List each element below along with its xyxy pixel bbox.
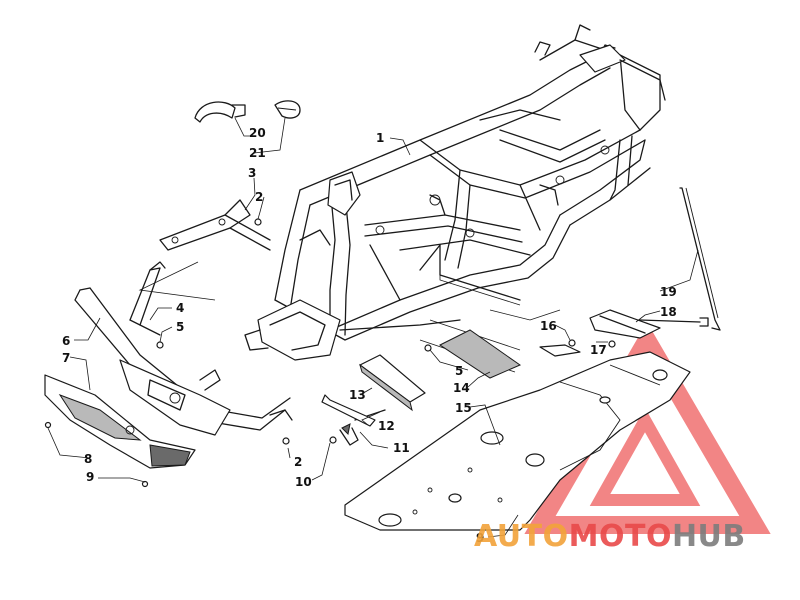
front-skid-plate	[44, 374, 196, 469]
callout-1: 1	[376, 131, 384, 145]
callout-10: 10	[295, 475, 312, 489]
callout-2-lower: 2	[294, 455, 302, 469]
watermark-logo: AUTOMOTOHUB	[474, 519, 746, 554]
callout-5: 5	[176, 320, 184, 334]
watermark-moto: MOTO	[569, 519, 672, 554]
callout-12: 12	[378, 419, 395, 433]
leader-lines	[47, 117, 699, 538]
callout-7: 7	[62, 351, 70, 365]
callout-9: 9	[86, 470, 94, 484]
main-frame	[244, 24, 666, 361]
callout-14: 14	[453, 381, 470, 395]
rubber-pad	[439, 329, 522, 379]
callout-6: 6	[62, 334, 70, 348]
callouts: 1 2 3 4 5 6 7 8 9 20 21 2 10 11 12 13 5 …	[62, 126, 677, 545]
callout-19: 19	[660, 285, 677, 299]
callout-17: 17	[590, 343, 607, 357]
support-rod	[679, 187, 721, 331]
callout-13: 13	[349, 388, 366, 402]
footrest-bracket	[321, 394, 376, 446]
fasteners	[44, 218, 616, 516]
front-sub-frame	[159, 199, 271, 251]
hose-clamps	[194, 100, 301, 123]
watermark-text: AUTOMOTOHUB	[474, 519, 746, 554]
callout-2: 2	[255, 190, 263, 204]
callout-20: 20	[249, 126, 266, 140]
watermark-hub: HUB	[672, 519, 746, 554]
rear-brackets	[539, 309, 709, 357]
callout-16: 16	[540, 319, 557, 333]
callout-18: 18	[660, 305, 677, 319]
front-bracket	[129, 261, 166, 336]
callout-15: 15	[455, 401, 472, 415]
callout-4: 4	[176, 301, 184, 315]
skid-plate	[344, 351, 691, 531]
callout-8: 8	[84, 452, 92, 466]
callout-5-center: 5	[455, 364, 463, 378]
foam-block	[359, 354, 426, 412]
callout-3: 3	[248, 166, 256, 180]
watermark-auto: AUTO	[474, 519, 569, 554]
front-bumper	[74, 287, 293, 436]
callout-9-lower: 9	[476, 531, 484, 545]
callout-21: 21	[249, 146, 266, 160]
callout-11: 11	[393, 441, 410, 455]
